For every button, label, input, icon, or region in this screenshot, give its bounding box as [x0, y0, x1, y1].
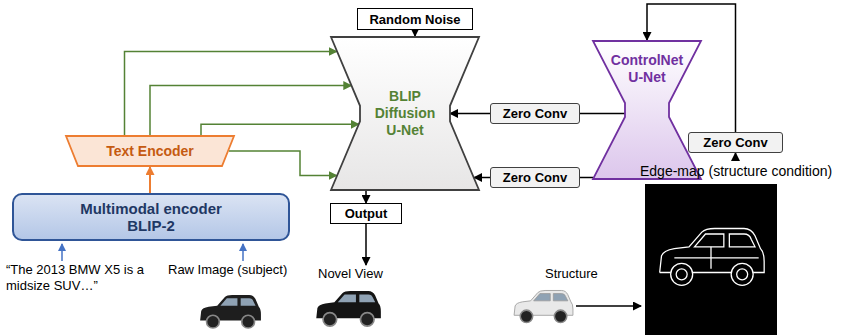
input-arrow	[61, 244, 63, 261]
subject-car-image	[200, 295, 261, 328]
caption-label: Raw Image (subject)	[168, 262, 287, 278]
unet-block: BLIP Diffusion U-Net	[330, 36, 480, 191]
connector-arrow	[229, 151, 337, 176]
zero-conv-box: Zero Conv	[490, 167, 580, 188]
connector-arrow	[580, 113, 625, 115]
input-arrow	[242, 244, 244, 261]
structure-car-image	[514, 291, 573, 323]
node-text: Zero Conv	[503, 105, 567, 122]
edge-map-arrow	[735, 153, 737, 161]
encoder-block: Text Encoder	[65, 135, 235, 167]
connector-arrow	[580, 177, 593, 179]
output-arrow	[365, 224, 367, 265]
edge-map-car-outline	[660, 229, 765, 286]
caption-label: Novel View	[318, 266, 383, 282]
node-text: Zero Conv	[503, 169, 567, 186]
connector-arrow	[474, 177, 490, 179]
edge-extraction-arrow	[576, 305, 641, 307]
node-text: Multimodal encoder BLIP-2	[71, 200, 231, 234]
node-text: Text Encoder	[106, 143, 194, 160]
novel-view-car-image	[316, 291, 381, 326]
connector-arrow	[450, 113, 490, 115]
zero-conv-box: Zero Conv	[490, 103, 580, 124]
node-text: Zero Conv	[703, 134, 767, 151]
connector-arrow	[201, 124, 359, 135]
connector-arrow	[125, 52, 337, 136]
shape-outline	[66, 136, 234, 166]
edge-map-image	[645, 184, 777, 335]
connector-arrow	[414, 30, 416, 36]
node-text: ControlNet U-Net	[604, 52, 690, 86]
node-text: Random Noise	[369, 11, 460, 28]
zero-conv-box: Zero Conv	[688, 132, 783, 153]
connector-arrow	[149, 167, 151, 193]
controlnet-block: ControlNet U-Net	[592, 40, 702, 180]
node-text: Output	[345, 205, 388, 222]
connector-arrow	[150, 86, 351, 135]
input-box: Random Noise	[357, 8, 473, 30]
caption-label: “The 2013 BMW X5 is a midsize SUV…”	[6, 262, 174, 294]
caption-label: Edge-map (structure condition)	[640, 163, 832, 179]
caption-label: Structure	[545, 266, 598, 282]
shape-outline	[593, 41, 701, 179]
encoder-box: Multimodal encoder BLIP-2	[12, 193, 290, 241]
node-text: BLIP Diffusion U-Net	[368, 88, 442, 139]
connector-arrow	[365, 191, 367, 203]
output-box: Output	[330, 203, 402, 224]
shape-outline	[331, 37, 479, 190]
